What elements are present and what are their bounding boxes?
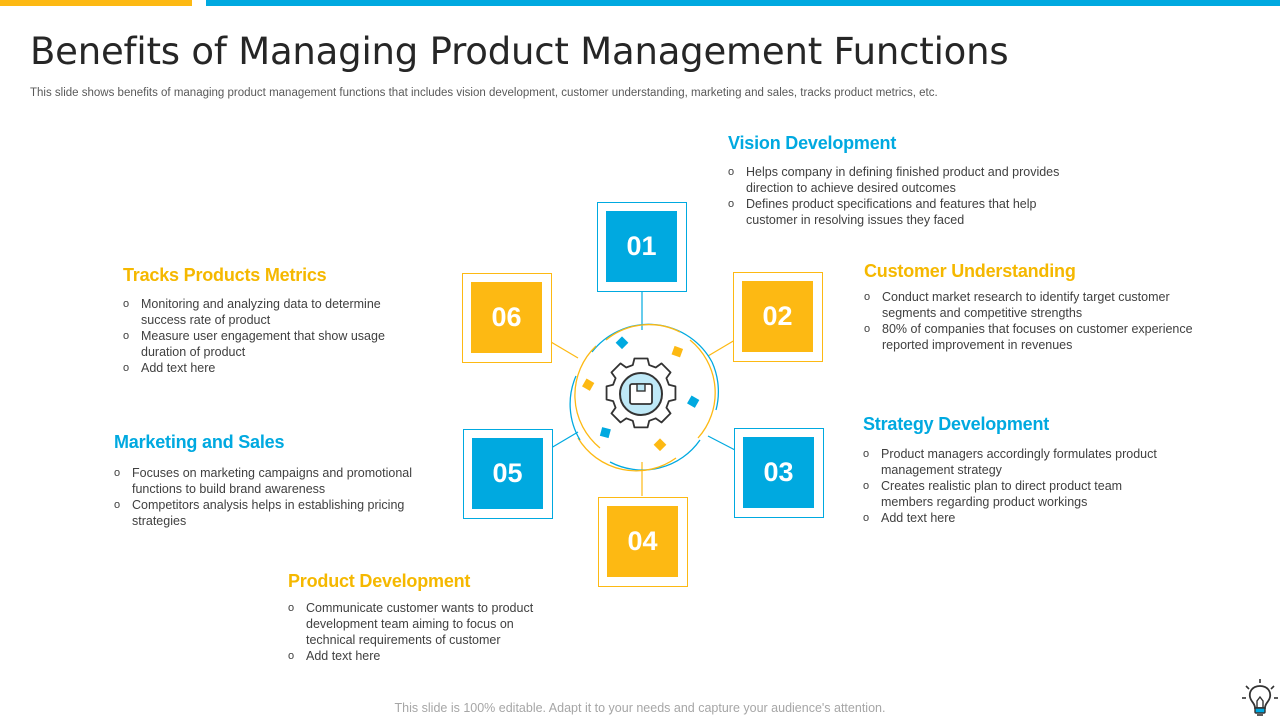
bullet-item: Measure user engagement that show usage … [123,328,413,360]
diamond-4 [653,438,667,452]
bullet-item: Creates realistic plan to direct product… [863,478,1163,510]
bullet-item: Add text here [123,360,413,376]
lightbulb-icon [1242,679,1278,716]
arc-blue-right [711,361,719,411]
arc-yellow-right [689,339,716,439]
top-accent-bar-yellow [0,0,192,6]
diamond-1 [615,336,629,350]
diamond-3 [687,395,700,408]
connector-02 [707,339,736,357]
arc-blue-left [569,375,581,441]
bullet-item: Competitors analysis helps in establishi… [114,497,424,529]
bullet-item: Communicate customer wants to product de… [288,600,563,648]
node-05: 05 [463,429,553,519]
section-title: Product Development [288,571,471,591]
bullet-item: Focuses on marketing campaigns and promo… [114,465,424,497]
section-title: Customer Understanding [864,261,1076,281]
node-03: 03 [734,428,824,518]
arc-yellow-top [605,323,681,341]
diamond-2 [671,345,684,358]
section-title: Vision Development [728,133,897,153]
diamond-5 [599,427,611,439]
section-marketing-and-sales: Marketing and Sales Focuses on marketing… [114,432,424,529]
arc-yellow-left [574,345,601,449]
section-customer-understanding: Customer Understanding Conduct market re… [864,261,1204,353]
node-01-label: 01 [606,211,677,282]
section-vision-development: Vision Development Helps company in defi… [728,133,1088,228]
node-04: 04 [598,497,688,587]
node-02: 02 [733,272,823,362]
top-accent-bar-blue [206,0,1280,6]
section-tracks-products-metrics: Tracks Products Metrics Monitoring and a… [123,265,413,376]
arc-blue-bottom [609,439,701,471]
connector-03 [707,435,736,451]
node-01: 01 [597,202,687,292]
section-title: Tracks Products Metrics [123,265,327,285]
section-title: Marketing and Sales [114,432,285,452]
section-strategy-development: Strategy Development Product managers ac… [863,414,1163,526]
node-02-label: 02 [742,281,813,352]
bullet-item: Defines product specifications and featu… [728,196,1088,228]
node-06: 06 [462,273,552,363]
bullet-item: Helps company in defining finished produ… [728,164,1088,196]
diamond-6 [582,378,595,391]
connector-05 [550,431,579,449]
arc-yellow-bottom [577,437,677,472]
bullet-item: Conduct market research to identify targ… [864,289,1204,321]
gear-box-icon [605,357,677,429]
connector-06 [550,341,579,359]
section-title: Strategy Development [863,414,1050,434]
bullet-item: Add text here [288,648,563,664]
arc-blue-top [591,323,713,363]
node-05-label: 05 [472,438,543,509]
page-title: Benefits of Managing Product Management … [30,30,1009,73]
bullet-item: 80% of companies that focuses on custome… [864,321,1204,353]
bullet-item: Add text here [863,510,1163,526]
section-product-development: Product Development Communicate customer… [288,571,563,664]
node-06-label: 06 [471,282,542,353]
page-subtitle: This slide shows benefits of managing pr… [30,87,938,99]
footer-note: This slide is 100% editable. Adapt it to… [394,701,886,715]
node-04-label: 04 [607,506,678,577]
bullet-item: Product managers accordingly formulates … [863,446,1163,478]
bullet-item: Monitoring and analyzing data to determi… [123,296,413,328]
node-03-label: 03 [743,437,814,508]
